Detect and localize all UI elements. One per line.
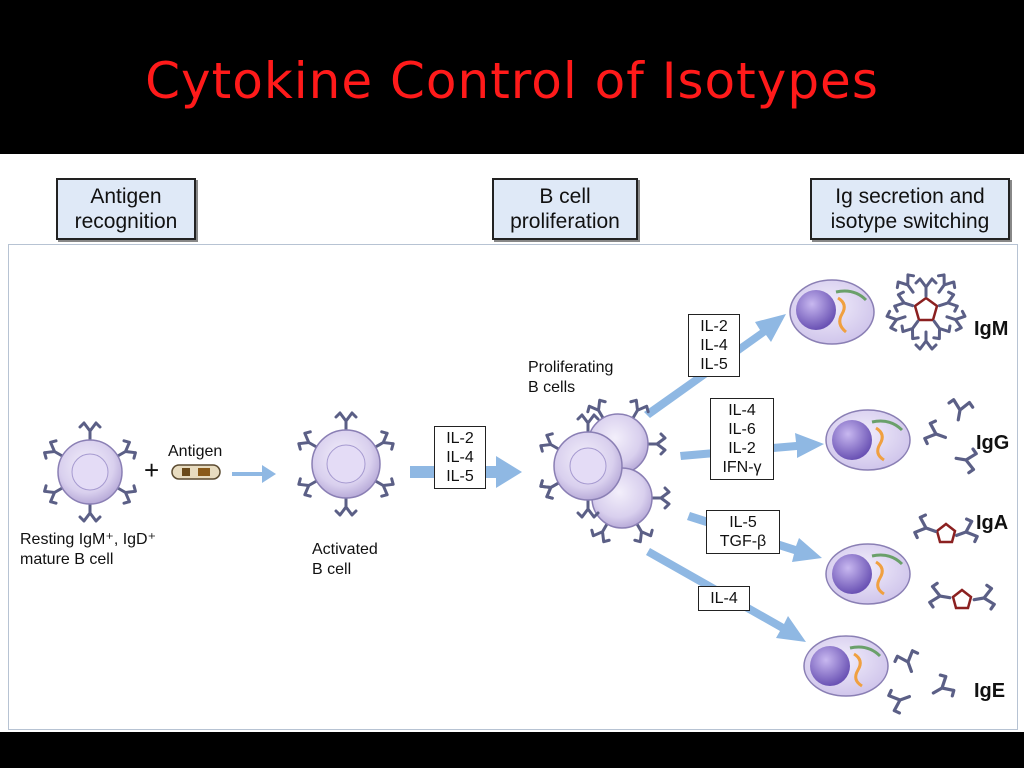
stage-ig-secretion-isotype-switching: Ig secretion and isotype switching xyxy=(810,178,1010,240)
stage-b-cell-proliferation: B cell proliferation xyxy=(492,178,638,240)
cytokine-box-activation: IL-2 IL-4 IL-5 xyxy=(434,426,486,489)
isotype-label-ige: IgE xyxy=(974,680,1006,702)
proliferating-label-line2: B cells xyxy=(528,379,576,396)
ige-monomers xyxy=(885,647,958,716)
isotype-label-igm: IgM xyxy=(974,318,1009,340)
cytokine: IL-6 xyxy=(728,421,756,438)
resting-b-cell xyxy=(41,421,139,523)
cytokine: IL-5 xyxy=(446,468,474,485)
cytokine: IL-4 xyxy=(728,402,756,419)
cytokine: IL-5 xyxy=(729,514,757,531)
resting-b-cell-label: Resting IgM⁺, IgD⁺ mature B cell xyxy=(20,530,156,570)
isotype-label-iga: IgA xyxy=(976,512,1009,534)
cytokine-box-igg: IL-4 IL-6 IL-2 IFN-γ xyxy=(710,398,774,480)
cytokine: IL-4 xyxy=(700,337,728,354)
cytokine: IL-2 xyxy=(446,430,474,447)
cytokine: IL-4 xyxy=(710,590,738,607)
antigen-label: Antigen xyxy=(168,443,223,460)
stage-label-line1: Ig secretion and xyxy=(835,185,985,208)
proliferating-b-cells-label: Proliferating B cells xyxy=(528,358,613,398)
cytokine: IL-2 xyxy=(700,318,728,335)
cytokine: IFN-γ xyxy=(722,459,762,476)
activated-label-line1: Activated xyxy=(312,541,378,558)
plasma-cell-igm xyxy=(789,279,875,345)
resting-label-line1: Resting IgM⁺, IgD⁺ xyxy=(20,531,157,548)
iga-dimers xyxy=(911,512,997,614)
igm-pentamer xyxy=(884,271,968,351)
cytokine: IL-4 xyxy=(446,449,474,466)
slide-title: Cytokine Control of Isotypes xyxy=(145,52,879,110)
cytokine-box-iga: IL-5 TGF-β xyxy=(706,510,780,554)
igg-monomers xyxy=(921,397,979,475)
stage-label-line2: isotype switching xyxy=(830,210,990,233)
stage-label-line1: B cell xyxy=(539,185,591,208)
proliferating-label-line1: Proliferating xyxy=(528,359,614,376)
diagram-drawing xyxy=(41,271,997,716)
stage-label-line2: proliferation xyxy=(510,210,620,233)
activated-b-cell-label: Activated B cell xyxy=(312,540,378,580)
cytokine-box-igm: IL-2 IL-4 IL-5 xyxy=(688,314,740,377)
stage-antigen-recognition: Antigen recognition xyxy=(56,178,196,240)
cytokine: IL-2 xyxy=(728,440,756,457)
cytokine: IL-5 xyxy=(700,356,728,373)
plasma-cell-ige xyxy=(803,635,889,697)
plus-sign: + xyxy=(144,455,160,485)
stage-label-line1: Antigen xyxy=(90,185,162,208)
antigen-capsule xyxy=(171,464,221,480)
activated-label-line2: B cell xyxy=(312,561,352,578)
plasma-cell-iga xyxy=(825,543,911,605)
isotype-label-igg: IgG xyxy=(976,432,1010,454)
plasma-cell-igg xyxy=(825,409,911,471)
diagram-figure: Antigen recognition B cell proliferation… xyxy=(0,154,1024,732)
cytokine: TGF-β xyxy=(719,533,767,550)
cytokine-box-ige: IL-4 xyxy=(698,586,750,611)
stage-label-line2: recognition xyxy=(74,210,178,233)
activated-b-cell xyxy=(295,411,397,517)
arrow-antigen-to-activated xyxy=(232,465,276,483)
proliferating-b-cells xyxy=(537,396,671,546)
resting-label-line2: mature B cell xyxy=(20,551,114,568)
